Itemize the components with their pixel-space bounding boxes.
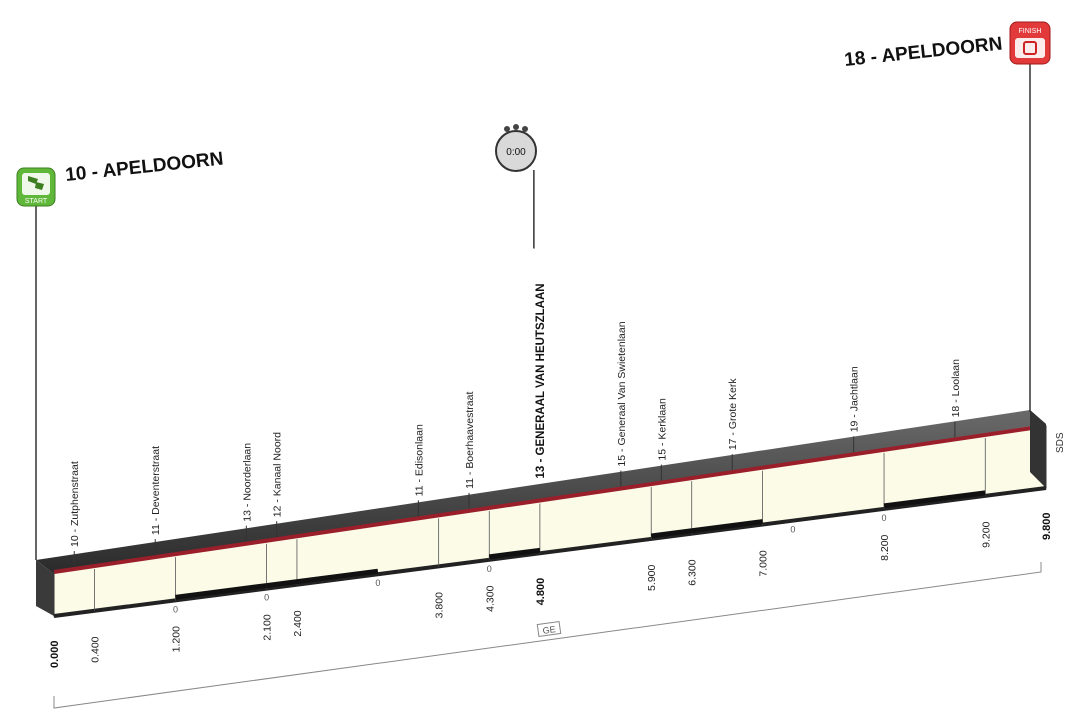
street-label: 11 - Deventerstraat	[150, 446, 162, 535]
finish-badge-text: FINISH	[1019, 28, 1042, 35]
segment-bar-0	[175, 583, 267, 600]
segment-bar-1	[266, 568, 379, 589]
time-checkpoint-marker: 0:00 13 - GENERAAL VAN HEUTSZLAAN	[495, 124, 547, 478]
street-label: 18 - Loolaan	[950, 359, 962, 418]
street-label: 15 - Kerklaan	[656, 398, 668, 461]
zero-label: 0	[487, 564, 492, 574]
profile-right-edge	[1030, 410, 1046, 488]
km-label: 1.200	[170, 626, 182, 652]
zero-label: 0	[882, 513, 887, 523]
segment-bar-4	[883, 490, 986, 509]
km-label: 6.300	[687, 559, 699, 585]
km-label: 2.100	[262, 614, 274, 640]
profile-front-face	[53, 425, 1047, 617]
km-label: 0.000	[49, 640, 61, 668]
inner-divider-lines	[94, 437, 986, 611]
km-labels: 0.000 0.400 1.200 2.100 2.400 3.800 4.300 4.800…	[49, 512, 1053, 668]
stopwatch-knob-right	[522, 126, 528, 132]
km-label: 4.800	[535, 578, 547, 606]
finish-town-label: 18 - APELDOORN	[843, 33, 1003, 70]
km-label: 0.400	[89, 636, 101, 662]
stopwatch-knob-left	[504, 126, 510, 132]
profile-bottom-edge	[53, 486, 1047, 618]
km-label: 9.200	[980, 521, 992, 547]
km-label: 4.300	[484, 585, 496, 611]
profile-left-edge	[36, 560, 54, 616]
scale-line	[53, 562, 1042, 709]
start-badge-text: START	[25, 198, 48, 205]
km-label: 7.000	[758, 550, 770, 576]
stopwatch-knob-top	[513, 124, 519, 130]
center-label-box: GE	[536, 620, 562, 638]
street-label: 15 - Generaal Van Swietenlaan	[616, 321, 628, 466]
street-label: 17 - Grote Kerk	[727, 378, 739, 451]
bottom-segment-bars	[175, 490, 986, 600]
finish-marker: FINISH 18 - APELDOORN	[843, 21, 1051, 412]
start-marker: START 10 - APELDOORN	[16, 148, 224, 560]
km-label: 9.800	[1041, 512, 1053, 540]
checkpoint-time-label: 0:00	[506, 147, 526, 158]
km-label: 5.900	[646, 565, 658, 591]
profile-top-band	[36, 410, 1046, 574]
street-label: 19 - Jachtlaan	[849, 366, 861, 432]
segment-bar-2	[488, 547, 541, 560]
profile-route-line	[53, 424, 1047, 574]
street-label: 12 - Kanaal Noord	[272, 432, 284, 517]
zero-label: 0	[173, 604, 178, 614]
zero-label: 0	[375, 578, 380, 588]
zero-label: 0	[790, 525, 795, 535]
km-label: 8.200	[879, 534, 891, 560]
start-town-label: 10 - APELDOORN	[64, 148, 224, 185]
street-labels: 10 - Zutphenstraat 11 - Deventerstraat 13 …	[69, 321, 962, 568]
zero-labels: 0 0 0 0 0 0	[173, 513, 887, 614]
start-flag-glyph	[28, 176, 44, 190]
km-label: 3.800	[434, 592, 446, 618]
segment-bar-3	[650, 519, 763, 539]
km-label: 2.400	[292, 610, 304, 636]
street-label: 10 - Zutphenstraat	[69, 461, 81, 547]
zero-label: 0	[264, 593, 269, 603]
center-label-frame	[536, 620, 562, 638]
finish-flag-icon-inner	[1015, 38, 1045, 58]
finish-flag-glyph	[1023, 41, 1037, 55]
street-label: 13 - Noorderlaan	[241, 443, 253, 522]
center-label: GE	[542, 624, 556, 636]
checkpoint-street-label: 13 - GENERAAL VAN HEUTSZLAAN	[535, 283, 547, 478]
stopwatch-icon	[495, 130, 537, 172]
street-label: 11 - Boerhaavestraat	[464, 392, 476, 489]
side-label: SDS	[1055, 432, 1066, 453]
street-label: 11 - Edisonlaan	[413, 424, 425, 496]
